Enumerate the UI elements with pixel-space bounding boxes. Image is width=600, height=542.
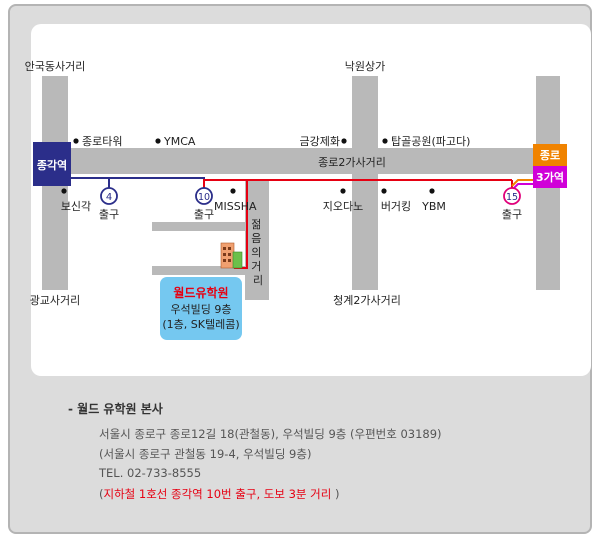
info-directions: (지하철 1호선 종각역 10번 출구, 도보 3분 거리 ) bbox=[99, 486, 339, 502]
label-jeoleum-4: 거 bbox=[251, 260, 261, 273]
destination-line2: (1층, SK텔레콤) bbox=[162, 318, 239, 331]
exit-15-number: 15 bbox=[506, 192, 518, 203]
label-jeoleum-3: 의 bbox=[251, 246, 261, 259]
label-jeoleum-1: 젊 bbox=[251, 218, 261, 231]
info-address: 서울시 종로구 종로12길 18(관철동), 우석빌딩 9층 (우편번호 031… bbox=[99, 427, 442, 441]
info-title: - 월드 유학원 본사 bbox=[68, 402, 163, 416]
destination-name: 월드유학원 bbox=[173, 285, 228, 300]
landmark-dot-bosingak bbox=[61, 188, 67, 194]
info-directions-open: ( bbox=[99, 487, 104, 501]
label-angukdong: 안국동사거리 bbox=[25, 60, 86, 73]
label-jongro-tower: 종로타워 bbox=[82, 135, 122, 148]
exit-15-icon bbox=[503, 187, 521, 205]
info-old-address: (서울시 종로구 관철동 19-4, 우석빌딩 9층) bbox=[99, 447, 312, 461]
jonggak-station-box bbox=[33, 142, 71, 186]
landmark-dot-burgerking bbox=[381, 188, 387, 194]
exit-10-number: 10 bbox=[198, 192, 210, 203]
exit-4-label: 출구 bbox=[99, 208, 119, 221]
destination-box bbox=[160, 277, 242, 340]
map-frame bbox=[8, 4, 592, 534]
label-missha: MISSHA bbox=[214, 200, 257, 213]
label-jongro2ga: 종로2가사거리 bbox=[318, 156, 386, 169]
road-jeoleum bbox=[245, 180, 269, 300]
label-jeoleum-5: 리 bbox=[253, 274, 263, 287]
label-jiodano: 지오다노 bbox=[323, 200, 363, 213]
map-panel bbox=[31, 24, 591, 376]
landmark-dot-geumgang bbox=[341, 138, 347, 144]
jongro3ga-top-box bbox=[533, 144, 567, 166]
alley-lower bbox=[152, 266, 245, 275]
building-icon bbox=[220, 242, 243, 269]
label-burgerking: 버거킹 bbox=[381, 200, 411, 213]
label-tapgol: 탑골공원(파고다) bbox=[391, 135, 470, 148]
label-jeoleum-2: 음 bbox=[251, 232, 261, 245]
landmark-dot-jongro-tower bbox=[73, 138, 79, 144]
label-cheonggye: 청계2가사거리 bbox=[333, 294, 401, 307]
destination-line1: 우석빌딩 9층 bbox=[170, 303, 231, 316]
jongro3ga-top-label: 종로 bbox=[540, 149, 560, 162]
alley-upper bbox=[152, 222, 245, 231]
label-gwanggyo: 광교사거리 bbox=[30, 294, 81, 307]
info-directions-close: ) bbox=[331, 487, 340, 501]
label-ymca: YMCA bbox=[163, 135, 196, 148]
route-line-main bbox=[203, 179, 512, 187]
landmark-dot-jiodano bbox=[340, 188, 346, 194]
label-nakwon: 낙원상가 bbox=[345, 60, 385, 73]
jongro3ga-bottom-box bbox=[533, 166, 567, 188]
label-bosingak: 보신각 bbox=[61, 200, 91, 213]
exit-15-label: 출구 bbox=[502, 208, 522, 221]
label-jeoleum: 젊 음 의 거 리 bbox=[251, 218, 265, 287]
exit-10-label: 출구 bbox=[194, 208, 214, 221]
landmark-dot-ymca bbox=[155, 138, 161, 144]
landmark-dot-ybm bbox=[429, 188, 435, 194]
info-tel: TEL. 02-733-8555 bbox=[99, 466, 202, 480]
label-geumgang: 금강제화 bbox=[300, 135, 340, 148]
road-jongro-horizontal bbox=[42, 148, 560, 174]
landmark-dot-missha bbox=[230, 188, 236, 194]
jongro3ga-bottom-label: 3가역 bbox=[536, 170, 564, 184]
label-ybm: YBM bbox=[421, 200, 446, 213]
exit-4-icon bbox=[100, 187, 118, 205]
info-directions-text: 지하철 1호선 종각역 10번 출구, 도보 3분 거리 bbox=[103, 487, 332, 501]
exit-4-number: 4 bbox=[106, 192, 112, 203]
road-middle-vertical bbox=[352, 76, 378, 290]
exit-10-icon bbox=[195, 187, 213, 205]
jonggak-station-label: 종각역 bbox=[37, 158, 67, 172]
line-orange bbox=[511, 179, 536, 187]
landmark-dot-tapgol bbox=[382, 138, 388, 144]
